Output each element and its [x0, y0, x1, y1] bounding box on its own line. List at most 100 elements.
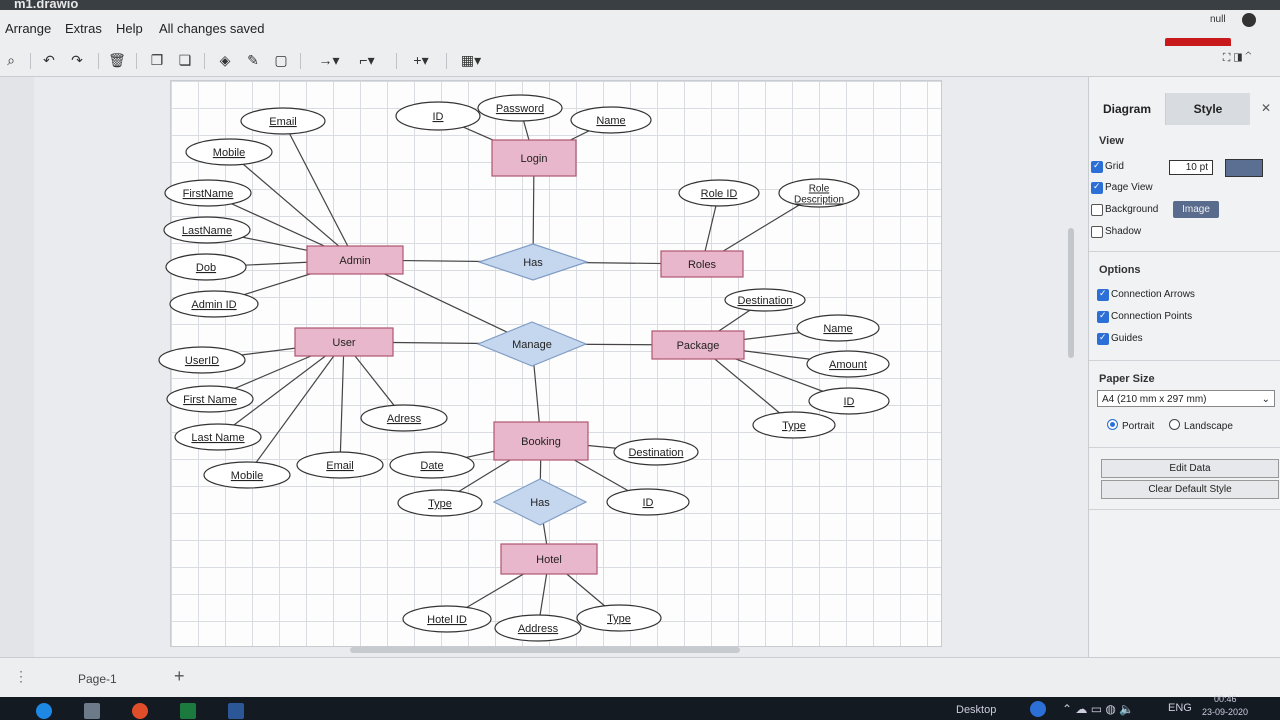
attribute-bk_date[interactable]: [389, 451, 475, 479]
landscape-radio[interactable]: Landscape: [1169, 419, 1233, 432]
entity-admin[interactable]: [306, 245, 404, 275]
attribute-admin_email[interactable]: [240, 107, 326, 135]
entity-booking[interactable]: [493, 421, 589, 461]
grid-color-swatch[interactable]: [1225, 159, 1263, 177]
connector-line[interactable]: [282, 120, 356, 261]
attribute-user_mobile[interactable]: [203, 461, 291, 489]
attribute-user_adress[interactable]: [360, 404, 448, 432]
attribute-admin_mobile[interactable]: [185, 138, 273, 166]
attribute-pkg_amount[interactable]: [806, 350, 890, 378]
attribute-login_id[interactable]: [395, 101, 481, 131]
tab-diagram[interactable]: Diagram: [1089, 93, 1165, 125]
clock-time[interactable]: 00:46: [1214, 694, 1237, 704]
attribute-role_id[interactable]: [678, 179, 760, 207]
attribute-login_password[interactable]: [477, 94, 563, 122]
shadow-checkbox[interactable]: [1091, 226, 1103, 238]
page-tab[interactable]: Page-1: [78, 672, 117, 686]
background-checkbox[interactable]: [1091, 204, 1103, 216]
attribute-admin_id[interactable]: [169, 290, 259, 318]
attribute-hotel_address[interactable]: [494, 614, 582, 642]
entity-package[interactable]: [651, 330, 745, 360]
vertical-scrollbar[interactable]: [1068, 228, 1074, 358]
relationship-manage[interactable]: [476, 321, 588, 367]
insert-icon[interactable]: +▾: [413, 52, 429, 68]
connector-line[interactable]: [246, 341, 345, 476]
connector-line[interactable]: [339, 341, 345, 466]
attribute-pkg_type[interactable]: [752, 411, 836, 439]
chrome-icon[interactable]: [132, 703, 148, 719]
tab-style[interactable]: Style: [1165, 93, 1250, 125]
redo-icon[interactable]: ↷: [71, 52, 83, 68]
attribute-admin_firstname[interactable]: [164, 179, 252, 207]
attribute-bk_destination[interactable]: [613, 438, 699, 466]
shadow-icon[interactable]: ▢: [274, 52, 288, 68]
help-icon[interactable]: [1030, 701, 1046, 717]
clear-default-style-button[interactable]: Clear Default Style: [1101, 480, 1279, 499]
attribute-bk_type[interactable]: [397, 489, 483, 517]
desktop-label[interactable]: Desktop: [956, 704, 997, 716]
connector-line[interactable]: [228, 151, 356, 261]
menu-help[interactable]: Help: [116, 21, 143, 36]
clock-date[interactable]: 23-09-2020: [1202, 707, 1249, 717]
attribute-hotel_id[interactable]: [402, 605, 492, 633]
horizontal-scrollbar[interactable]: [350, 647, 740, 653]
edit-data-button[interactable]: Edit Data: [1101, 459, 1279, 478]
attribute-hotel_type[interactable]: [576, 604, 662, 632]
paper-size-select[interactable]: A4 (210 mm x 297 mm) ⌄: [1097, 390, 1275, 407]
add-page-icon[interactable]: +: [174, 666, 185, 686]
entity-user[interactable]: [294, 327, 394, 357]
grid-size-input[interactable]: 10 pt: [1169, 160, 1213, 175]
word-icon[interactable]: [228, 703, 244, 719]
attribute-pkg_name[interactable]: [796, 314, 880, 342]
table-icon[interactable]: ▦▾: [460, 52, 482, 68]
attribute-pkg_id[interactable]: [808, 387, 890, 415]
relationship-has1[interactable]: [477, 243, 589, 281]
attribute-admin_dob[interactable]: [165, 253, 247, 281]
image-button[interactable]: Image: [1173, 201, 1219, 218]
portrait-radio[interactable]: Portrait: [1107, 419, 1154, 432]
delete-icon[interactable]: 🗑: [108, 52, 126, 68]
page-menu-icon[interactable]: ⋮: [14, 668, 28, 684]
language-indicator[interactable]: ENG: [1168, 702, 1192, 714]
connection-points-checkbox[interactable]: [1097, 310, 1109, 323]
file-explorer-icon[interactable]: [84, 703, 100, 719]
fullscreen-icon[interactable]: ⛶ ◨ ⌃: [1222, 52, 1252, 64]
to-front-icon[interactable]: ❐: [150, 52, 164, 68]
waypoints-icon[interactable]: ⌐▾: [359, 52, 375, 68]
search-icon[interactable]: ⌕: [7, 52, 15, 68]
entity-roles[interactable]: [660, 250, 744, 278]
guides-checkbox[interactable]: [1097, 332, 1109, 345]
connection-icon[interactable]: →▾: [318, 52, 340, 68]
excel-icon[interactable]: [180, 703, 196, 719]
attribute-bk_id[interactable]: [606, 488, 690, 516]
menu-arrange[interactable]: Arrange: [5, 21, 52, 36]
attribute-user_userid[interactable]: [158, 346, 246, 374]
attribute-login_name[interactable]: [570, 106, 652, 134]
tray-icons[interactable]: ⌃ ☁ ▭ ◍ 🔈: [1062, 702, 1135, 716]
menu-extras[interactable]: Extras: [65, 21, 102, 36]
portrait-radio-dot[interactable]: [1107, 419, 1118, 430]
globe-icon[interactable]: [1242, 13, 1256, 27]
attribute-user_email[interactable]: [296, 451, 384, 479]
grid-checkbox[interactable]: [1091, 160, 1103, 173]
close-icon[interactable]: ✕: [1261, 101, 1272, 115]
shape-sidebar-collapsed[interactable]: [0, 77, 34, 657]
entity-hotel[interactable]: [500, 543, 598, 575]
start-icon[interactable]: [36, 703, 52, 719]
relationship-has2[interactable]: [492, 478, 588, 526]
attribute-pkg_destination[interactable]: [724, 288, 806, 312]
attribute-user_lastname[interactable]: [174, 423, 262, 451]
connection-arrows-checkbox[interactable]: [1097, 288, 1109, 301]
attribute-user_firstname[interactable]: [166, 385, 254, 413]
fill-color-icon[interactable]: ◈: [219, 52, 231, 68]
attribute-admin_lastname[interactable]: [163, 216, 251, 244]
user-menu[interactable]: null: [1210, 14, 1226, 25]
landscape-radio-dot[interactable]: [1169, 419, 1180, 430]
connector-line[interactable]: [217, 341, 345, 438]
undo-icon[interactable]: ↶: [43, 52, 55, 68]
line-color-icon[interactable]: ✎: [247, 52, 259, 68]
to-back-icon[interactable]: ❏: [178, 52, 192, 68]
entity-login[interactable]: [491, 139, 577, 177]
attribute-role_desc[interactable]: [778, 178, 860, 208]
page-view-checkbox[interactable]: [1091, 181, 1103, 194]
